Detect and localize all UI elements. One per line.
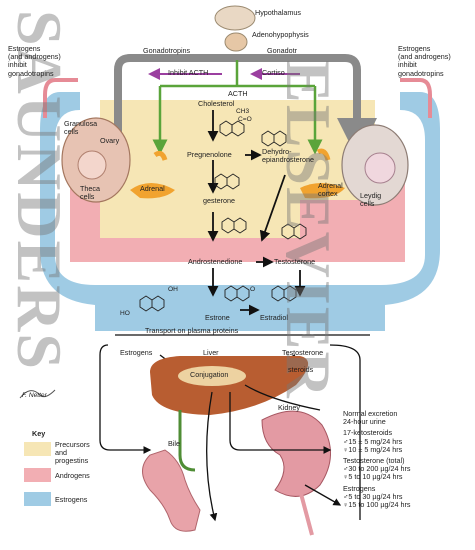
- watermark-right: ELSEVIER: [273, 60, 344, 400]
- kidney-label: Kidney: [278, 403, 300, 412]
- gonadotropins-left-label: Gonadotropins: [143, 46, 191, 55]
- testosterone-male: ♂30 to 200 µg/24 hrs: [343, 464, 411, 474]
- estradiol-label: Estradiol: [260, 313, 288, 322]
- precursor-zone: [100, 100, 375, 238]
- estrone-label: Estrone: [205, 313, 230, 322]
- granulosa-label: Granulosa cells: [64, 119, 98, 137]
- kidney-shape: [261, 410, 331, 497]
- estrogens-inhibit-left-label: Estrogens (and androgens) inhibit gonado…: [8, 44, 61, 78]
- left-feedback-loop: [43, 78, 78, 118]
- cholesterol-label: Cholesterol: [198, 99, 235, 108]
- ketosteroids-male: ♂15 ± 5 mg/24 hrs: [343, 436, 403, 446]
- dehydroepiandrosterone-label: Dehydro- epiandrosterone: [262, 147, 314, 165]
- key-swatch-androgens: [24, 468, 51, 482]
- ch3-label: CH3: [236, 108, 250, 115]
- co-label: C=O: [238, 116, 252, 123]
- testosterone-label: Testosterone: [274, 257, 316, 266]
- acth-arrow: [158, 60, 317, 150]
- steroids-label: steroids: [288, 365, 314, 374]
- key-label-estrogens: Estrogens: [55, 495, 88, 504]
- oh-label: OH: [168, 286, 178, 293]
- bile-label: Bile: [168, 439, 180, 448]
- adrenal-left-label: Adrenal: [140, 184, 165, 193]
- liver-label: Liver: [203, 348, 219, 357]
- pregnenolone-label: Pregnenolone: [187, 150, 232, 159]
- bile-duct: [178, 410, 196, 472]
- key-label-precursors: Precursors and progestins: [55, 440, 90, 466]
- excretion-panel: Normal excretion 24-hour urine 17-ketost…: [343, 409, 473, 510]
- androstenedione-label: Androstenedione: [188, 257, 243, 266]
- excretion-title: Normal excretion 24-hour urine: [343, 409, 398, 427]
- gonadotropins-right-label: Gonadotr: [267, 46, 297, 55]
- pituitary-shape: [224, 32, 248, 52]
- o-label: O: [250, 286, 256, 293]
- signature-mark: [19, 389, 56, 399]
- steroid-structures: [139, 120, 307, 312]
- testosterone-total-title: Testosterone (total): [343, 456, 405, 466]
- estrogens-excretion-title: Estrogens: [343, 483, 376, 493]
- key-label-androgens: Androgens: [55, 471, 90, 480]
- inhibit-acth-label: Inhibit ACTH: [168, 68, 209, 77]
- estrogens-flow-label: Estrogens: [120, 348, 153, 357]
- left-adrenal-shape: [130, 183, 175, 199]
- theca-label: Theca cells: [80, 184, 100, 202]
- key-swatch-estrogens: [24, 492, 51, 506]
- right-feedback-loop: [400, 78, 432, 118]
- testosterone-flow-label: Testosterone: [282, 348, 324, 357]
- estrogens-female: ♀15 to 100 µg/24 hrs: [343, 500, 411, 510]
- estrogens-male: ♂5 to 30 µg/24 hrs: [343, 491, 403, 501]
- key-title: Key: [32, 429, 46, 438]
- acth-label: ACTH: [228, 89, 248, 98]
- estrogens-inhibit-right-label: Estrogens (and androgens) inhibit gonado…: [398, 44, 451, 78]
- adrenal-right-label: Adrenal cortex: [318, 181, 343, 199]
- ketosteroids-female: ♀10 ± 5 mg/24 hrs: [343, 444, 403, 454]
- ketosteroids-title: 17-ketosteroids: [343, 428, 393, 438]
- adenohypophysis-label: Adenohypophysis: [252, 30, 309, 39]
- intestine-shape: [142, 449, 201, 532]
- conjugation-label: Conjugation: [190, 370, 229, 379]
- transport-label: Transport on plasma proteins: [145, 326, 239, 335]
- ho-label: HO: [120, 310, 130, 317]
- testosterone-female: ♀5 to 10 µg/24 hrs: [343, 472, 403, 482]
- leydig-label: Leydig cells: [360, 191, 382, 209]
- progesterone-label: gesterone: [203, 196, 235, 205]
- right-adrenal-shape: [300, 183, 345, 199]
- hypothalamus-shape: [214, 5, 256, 31]
- key-swatch-precursors: [24, 442, 51, 456]
- cortisol-label: Cortiso: [262, 68, 285, 77]
- hypothalamus-label: Hypothalamus: [255, 8, 301, 17]
- gonadotropin-arrow: [114, 54, 377, 158]
- signature-label: F. Netter: [22, 392, 47, 399]
- estrogen-lower-band: [95, 285, 385, 331]
- ovary-label: Ovary: [100, 136, 120, 145]
